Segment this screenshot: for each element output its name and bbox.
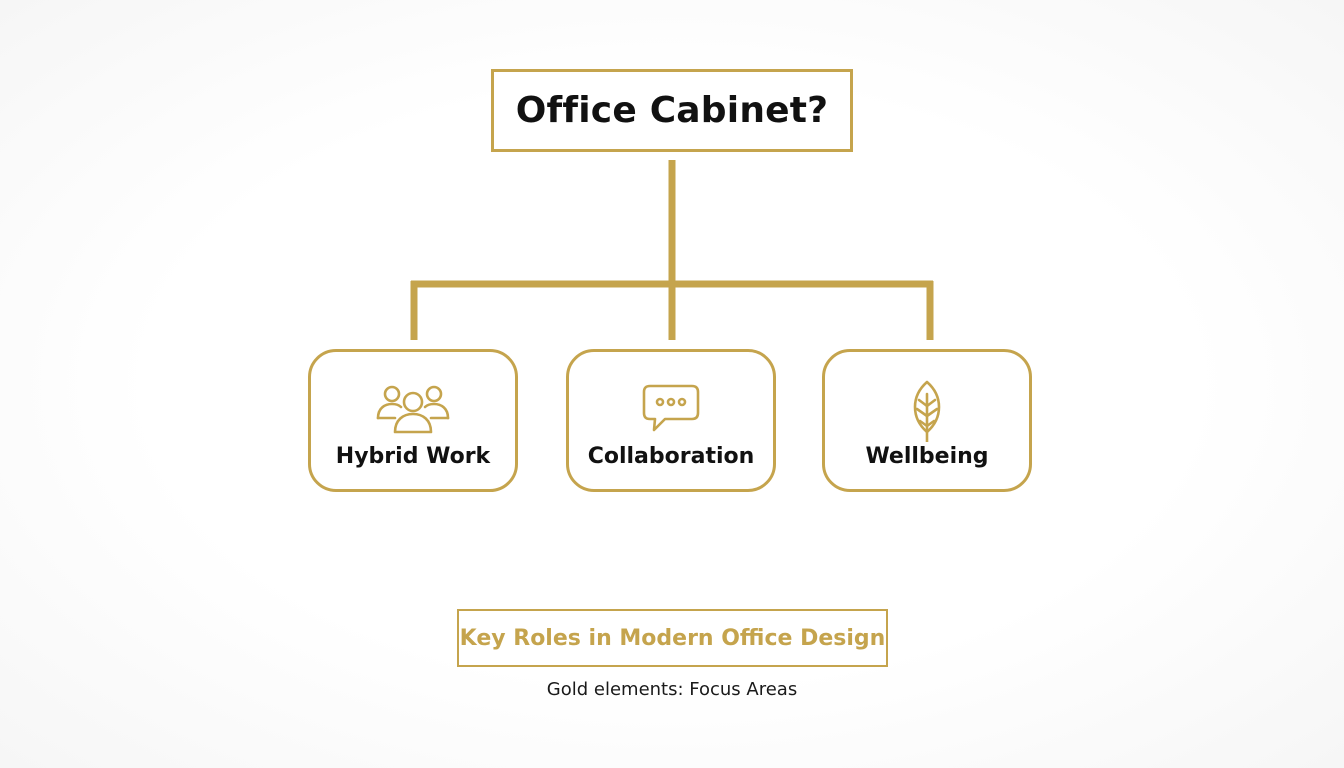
caption-box: Key Roles in Modern Office Design bbox=[457, 609, 888, 667]
node-label-collaboration: Collaboration bbox=[587, 444, 755, 469]
node-hybrid-work: Hybrid Work bbox=[308, 349, 518, 492]
root-title: Office Cabinet? bbox=[515, 90, 829, 131]
leaf-icon bbox=[913, 380, 941, 442]
root-node: Office Cabinet? bbox=[491, 69, 853, 152]
chat-bubble-icon bbox=[642, 384, 700, 432]
node-label-wellbeing: Wellbeing bbox=[865, 444, 989, 469]
caption-text: Key Roles in Modern Office Design bbox=[459, 625, 886, 651]
node-collaboration: Collaboration bbox=[566, 349, 776, 492]
node-wellbeing: Wellbeing bbox=[822, 349, 1032, 492]
people-group-icon bbox=[376, 385, 450, 434]
legend-note: Gold elements: Focus Areas bbox=[546, 679, 798, 700]
node-label-hybrid-work: Hybrid Work bbox=[335, 444, 491, 469]
